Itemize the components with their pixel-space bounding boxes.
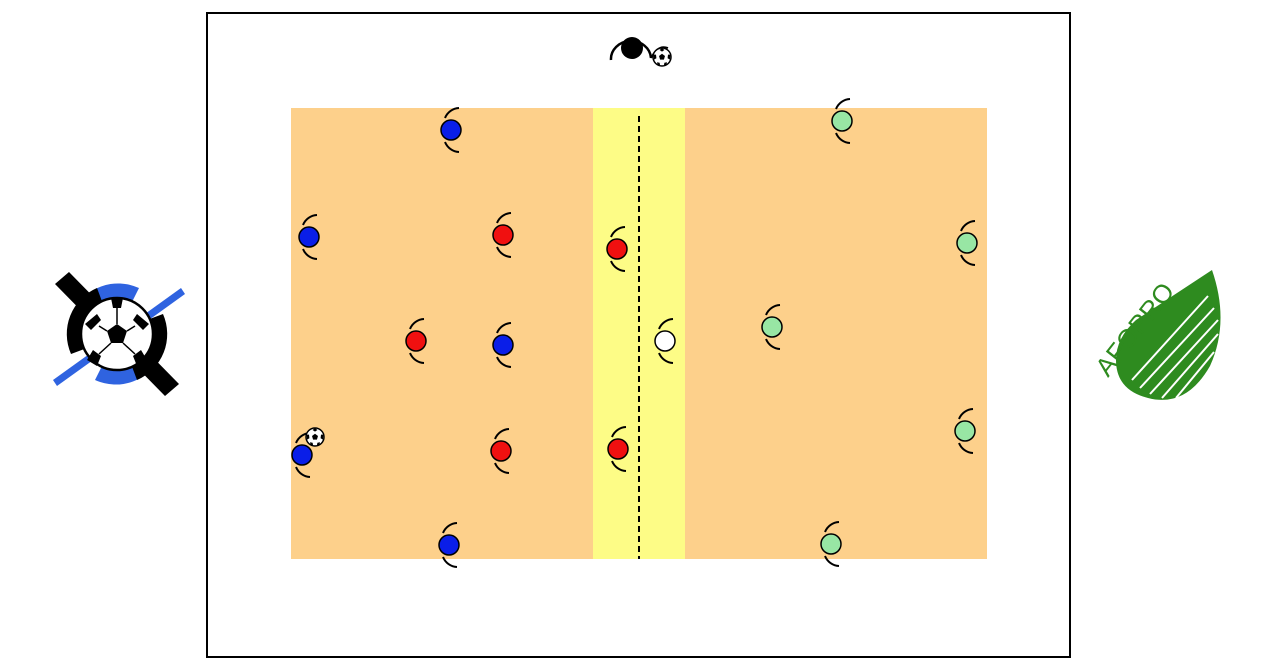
blue-player (440, 107, 462, 153)
players-layer (291, 98, 978, 568)
blue-player (492, 322, 514, 368)
blue-player (291, 432, 313, 478)
red-player (606, 226, 628, 272)
green-player (761, 304, 783, 350)
ball-icon (652, 47, 672, 67)
green-player (831, 98, 853, 144)
ball-icon (305, 427, 325, 447)
red-player (490, 428, 512, 474)
red-player (405, 318, 427, 364)
afopro-logo: AFOPRO (1089, 270, 1221, 400)
neutral-player (654, 318, 676, 364)
green-player (954, 408, 976, 454)
blue-player (298, 214, 320, 260)
green-player (820, 521, 842, 567)
right-field-zone (685, 108, 987, 559)
soccer-ball-compass-logo (53, 272, 185, 396)
green-player (956, 220, 978, 266)
red-player (492, 212, 514, 258)
coach-player (609, 37, 672, 67)
left-field-zone (291, 108, 593, 559)
blue-player (438, 522, 460, 568)
red-player (607, 426, 629, 472)
